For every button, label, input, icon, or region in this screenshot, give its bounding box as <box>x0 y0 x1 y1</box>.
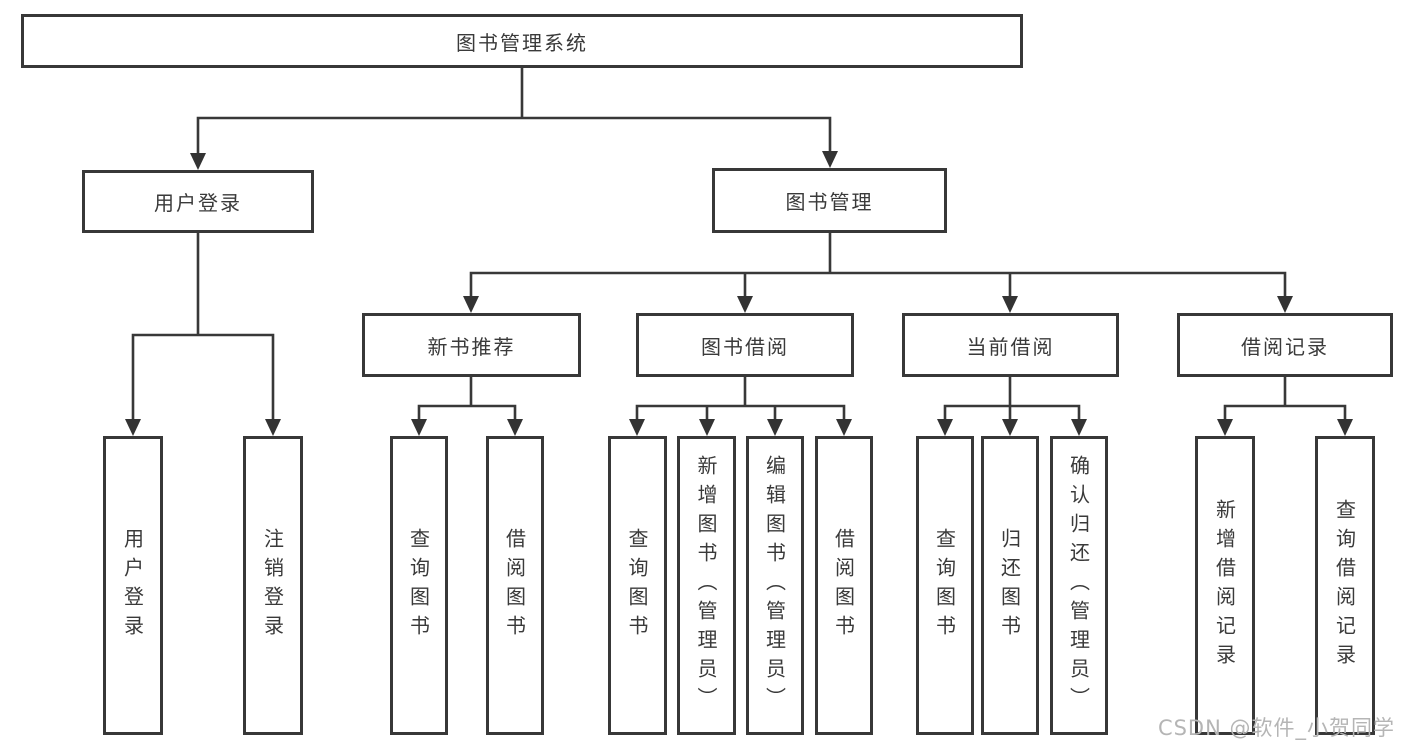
connector-line <box>417 375 517 422</box>
leaf-logout: 注销登录 <box>243 436 303 735</box>
leaf-return-books: 归还图书 <box>981 436 1039 735</box>
leaf-query-books: 查询图书 <box>390 436 448 735</box>
arrow-down-icon <box>1071 419 1087 436</box>
leaf-borrow-books: 借阅图书 <box>815 436 873 735</box>
arrow-down-icon <box>699 419 715 436</box>
connector-line <box>469 231 1287 299</box>
connector-line <box>196 66 832 155</box>
leaf-user-login: 用户登录 <box>103 436 163 735</box>
node-label: 查询图书 <box>625 527 649 644</box>
node-label: 新增借阅记录 <box>1212 498 1237 673</box>
arrow-down-icon <box>190 153 206 170</box>
node-borrow-records: 借阅记录 <box>1177 313 1393 377</box>
arrow-down-icon <box>822 151 838 168</box>
csdn-watermark: CSDN @软件_小贺同学 <box>1157 716 1395 740</box>
node-user-login: 用户登录 <box>82 170 314 233</box>
node-label: 新增图书（管理员） <box>694 455 718 716</box>
node-label: 编辑图书（管理员） <box>762 455 787 716</box>
node-label: 用户登录 <box>154 191 242 215</box>
leaf-borrow-books: 借阅图书 <box>486 436 544 735</box>
node-current-borrow: 当前借阅 <box>902 313 1119 377</box>
arrow-down-icon <box>1337 419 1353 436</box>
node-label: 查询图书 <box>932 527 957 644</box>
arrow-down-icon <box>125 419 141 436</box>
arrow-down-icon <box>1277 296 1293 313</box>
connector-line <box>635 375 846 422</box>
arrow-down-icon <box>737 296 753 313</box>
node-label: 借阅图书 <box>502 527 527 644</box>
arrow-down-icon <box>265 419 281 436</box>
arrow-down-icon <box>767 419 783 436</box>
leaf-edit-books-admin: 编辑图书（管理员） <box>746 436 804 735</box>
arrow-down-icon <box>463 296 479 313</box>
node-book-borrow: 图书借阅 <box>636 313 854 377</box>
node-label: 图书管理 <box>785 190 874 214</box>
leaf-confirm-return-admin: 确认归还（管理员） <box>1050 436 1108 735</box>
node-book-management: 图书管理 <box>712 168 947 233</box>
arrow-down-icon <box>1002 419 1018 436</box>
leaf-query-borrow-record: 查询借阅记录 <box>1315 436 1375 735</box>
node-label: 借阅图书 <box>831 527 856 644</box>
connector-line <box>131 231 275 422</box>
node-label: 查询图书 <box>406 527 431 644</box>
node-label: 图书管理系统 <box>456 30 588 55</box>
node-label: 借阅记录 <box>1241 334 1329 359</box>
node-label: 查询借阅记录 <box>1332 498 1357 673</box>
leaf-query-books: 查询图书 <box>608 436 667 735</box>
node-label: 图书借阅 <box>701 334 789 359</box>
connector-line <box>943 375 1081 422</box>
leaf-add-books-admin: 新增图书（管理员） <box>677 436 736 735</box>
node-library-management-system: 图书管理系统 <box>21 14 1023 68</box>
node-label: 当前借阅 <box>966 334 1055 359</box>
arrow-down-icon <box>1002 296 1018 313</box>
leaf-query-books: 查询图书 <box>916 436 974 735</box>
node-label: 新书推荐 <box>427 334 516 359</box>
arrow-down-icon <box>937 419 953 436</box>
arrow-down-icon <box>411 419 427 436</box>
leaf-add-borrow-record: 新增借阅记录 <box>1195 436 1255 735</box>
arrow-down-icon <box>507 419 523 436</box>
node-label: 归还图书 <box>997 527 1022 644</box>
node-label: 注销登录 <box>260 527 285 644</box>
arrow-down-icon <box>629 419 645 436</box>
node-new-book-recommend: 新书推荐 <box>362 313 581 377</box>
node-label: 用户登录 <box>120 527 145 644</box>
node-label: 确认归还（管理员） <box>1066 455 1091 716</box>
arrow-down-icon <box>836 419 852 436</box>
arrow-down-icon <box>1217 419 1233 436</box>
connector-line <box>1223 375 1347 422</box>
